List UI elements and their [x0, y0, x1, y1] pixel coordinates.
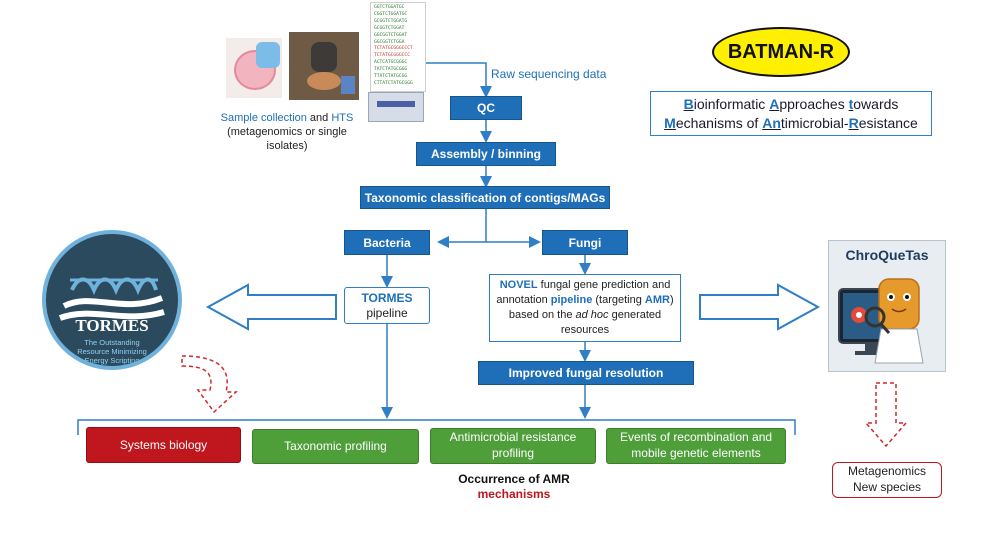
raw-to-qc-arrow	[426, 62, 492, 98]
tormes-logo-name: TORMES	[75, 316, 149, 335]
chroquetas-logo: ChroQueTas	[828, 240, 946, 372]
qc-box: QC	[450, 96, 522, 120]
recombination-events-box: Events of recombination and mobile genet…	[606, 428, 786, 464]
tormes-logo: TORMES The Outstanding Resource Minimizi…	[42, 230, 182, 370]
tormes-logo-tagline: The Outstanding Resource Minimizing Ener…	[77, 338, 147, 365]
output-bracket	[77, 419, 796, 435]
bacteria-box: Bacteria	[344, 230, 430, 255]
tormes-pipeline-box: TORMES pipeline	[344, 287, 430, 324]
tormes-curved-dashed-arrow	[181, 355, 238, 414]
field-sampling-image	[289, 32, 359, 100]
metagenomics-box: Metagenomics New species	[832, 462, 942, 498]
chroquetas-mascot-icon	[838, 278, 924, 364]
taxonomic-classification-box: Taxonomic classification of contigs/MAGs	[360, 186, 610, 209]
taxonomic-profiling-box: Taxonomic profiling	[252, 429, 419, 464]
amr-profiling-box: Antimicrobial resistance profiling	[430, 428, 596, 464]
raw-sequencing-label: Raw sequencing data	[491, 67, 607, 81]
batman-r-title: BATMAN-R	[727, 40, 835, 63]
sequencer-image	[368, 92, 424, 122]
tormes-bridge-icon	[58, 277, 165, 321]
assembly-binning-box: Assembly / binning	[416, 142, 556, 166]
acronym-line-1: Bioinformatic Approaches towards	[683, 96, 899, 113]
chroquetas-dashed-down-arrow	[864, 382, 908, 448]
fungi-box: Fungi	[542, 230, 628, 255]
improved-fungal-resolution-box: Improved fungal resolution	[478, 361, 694, 385]
acronym-box: Bioinformatic Approaches towards Mechani…	[650, 91, 932, 136]
batman-r-badge: BATMAN-R	[712, 27, 850, 77]
right-hollow-arrow	[699, 283, 821, 331]
occurrence-label: Occurrence of AMR mechanisms	[458, 472, 570, 501]
left-hollow-arrow	[205, 283, 337, 331]
petri-dish-image	[226, 38, 282, 98]
systems-biology-box: Systems biology	[86, 427, 241, 463]
sample-caption: Sample collection and HTS (metagenomics …	[220, 112, 354, 152]
novel-pipeline-box: NOVEL fungal gene prediction and annotat…	[489, 274, 681, 342]
chroquetas-name: ChroQueTas	[845, 247, 929, 263]
acronym-line-2: Mechanisms of Antimicrobial-Resistance	[664, 114, 918, 131]
